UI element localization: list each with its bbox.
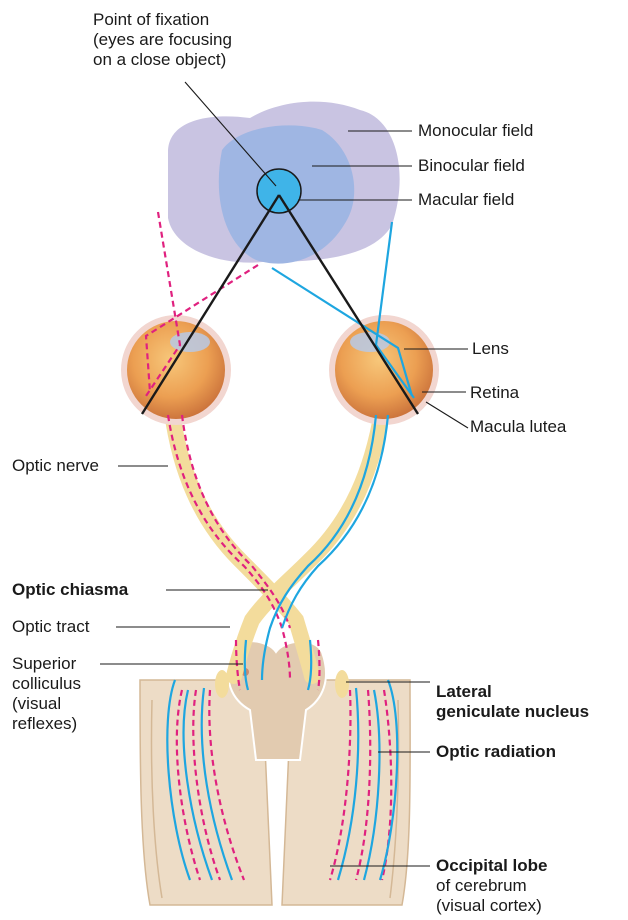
superior-colliculus-label: Superior colliculus (visual reflexes) <box>12 654 81 734</box>
occipital-lobe-label: Occipital lobe of cerebrum (visual corte… <box>436 856 547 916</box>
optic-chiasma-label: Optic chiasma <box>12 580 128 600</box>
sc-line-4: reflexes) <box>12 714 81 734</box>
fixation-line-3: on a close object) <box>93 50 232 70</box>
optic-nerve-label: Optic nerve <box>12 456 99 476</box>
fixation-line-1: Point of fixation <box>93 10 232 30</box>
binocular-field-label: Binocular field <box>418 156 525 176</box>
sc-line-1: Superior <box>12 654 81 674</box>
sc-line-2: colliculus <box>12 674 81 694</box>
lgn-line-1: Lateral <box>436 682 589 702</box>
occipital-line-1: Occipital lobe <box>436 856 547 876</box>
macula-lutea-label: Macula lutea <box>470 417 566 437</box>
fixation-line-2: (eyes are focusing <box>93 30 232 50</box>
right-eye <box>332 318 436 422</box>
macular-field <box>257 169 301 213</box>
fixation-label: Point of fixation (eyes are focusing on … <box>93 10 232 70</box>
lgn-label: Lateral geniculate nucleus <box>436 682 589 722</box>
monocular-field-label: Monocular field <box>418 121 533 141</box>
occipital-line-3: (visual cortex) <box>436 896 547 916</box>
retina-label: Retina <box>470 383 519 403</box>
macular-field-label: Macular field <box>418 190 514 210</box>
left-eye <box>124 318 228 422</box>
lens-label: Lens <box>472 339 509 359</box>
sc-line-3: (visual <box>12 694 81 714</box>
lgn-left <box>215 670 229 698</box>
lgn-right <box>335 670 349 698</box>
optic-tract-label: Optic tract <box>12 617 89 637</box>
occipital-line-2: of cerebrum <box>436 876 547 896</box>
lgn-line-2: geniculate nucleus <box>436 702 589 722</box>
optic-radiation-label: Optic radiation <box>436 742 556 762</box>
nerve-bands <box>172 412 382 676</box>
